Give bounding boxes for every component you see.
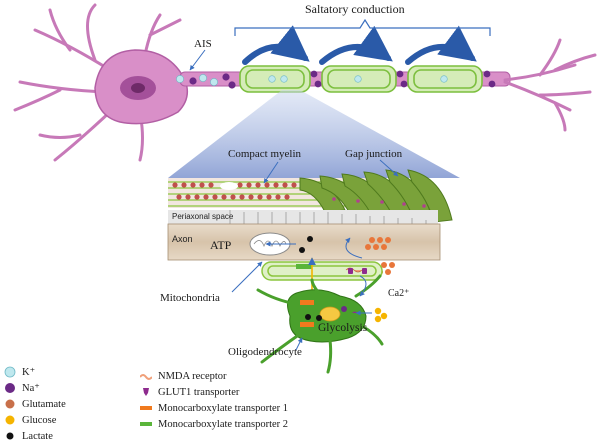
mitochondria-label: Mitochondria [160,292,220,304]
glycolysis-label: Glycolysis [318,322,368,334]
glutamate-icon [4,398,16,410]
legend-label: Lactate [22,430,53,442]
lactate-icon [4,430,16,442]
right-legend-item: GLUT1 transporter [140,386,239,398]
right-legend-item: Monocarboxylate transporter 2 [140,418,288,430]
compact-myelin-label: Compact myelin [228,148,302,160]
ca-label: Ca2⁺ [388,288,410,299]
legend-label: Na⁺ [22,383,40,394]
legend-label: Monocarboxylate transporter 1 [158,402,289,414]
zoom-highlight [168,90,460,178]
legend-label: Monocarboxylate transporter 2 [158,418,289,430]
ion-particles [176,70,496,89]
left-legend-item: Na⁺ [4,382,40,394]
saltatory-brace [234,18,491,36]
left-legend-item: Lactate [4,430,53,442]
ais-label: AIS [194,38,212,50]
saltatory-conduction-label: Saltatory conduction [305,2,405,16]
legend-label: K⁺ [22,367,36,378]
neuron [13,3,597,162]
axon-label: Axon [172,234,193,244]
myelin-detail [167,159,453,374]
glucose-icon [4,414,16,426]
left-legend-item: Glucose [4,414,56,426]
legend-label: Glucose [22,414,57,426]
gap-junction-label: Gap junction [345,148,403,160]
inner-myelin [261,261,383,281]
compact-myelin-particles [172,182,297,200]
mct1-icon [140,402,152,414]
legend-label: NMDA receptor [158,370,227,382]
axon-terminal [503,38,597,132]
periaxonal-space-label: Periaxonal space [172,212,234,221]
legend-label: Glutamate [22,398,66,410]
oligodendrocyte-label: Oligodendrocyte [228,346,302,358]
legend-label: GLUT1 transporter [158,386,240,398]
axon-section [167,223,441,261]
right-legend-item: Monocarboxylate transporter 1 [140,402,288,414]
atp-label: ATP [210,238,232,252]
potassium-ion-icon [4,366,16,378]
mct2-icon [140,418,152,430]
glut1-transporter-icon [140,386,152,398]
left-legend-item: K⁺ [4,366,35,378]
nmda-receptor-icon [140,370,152,382]
sodium-ion-icon [4,382,16,394]
saltatory-arrows [242,25,477,65]
paranodal-loops [299,169,453,223]
glutamate-cluster [365,237,391,250]
left-legend-item: Glutamate [4,398,66,410]
right-legend-item: NMDA receptor [140,370,227,382]
